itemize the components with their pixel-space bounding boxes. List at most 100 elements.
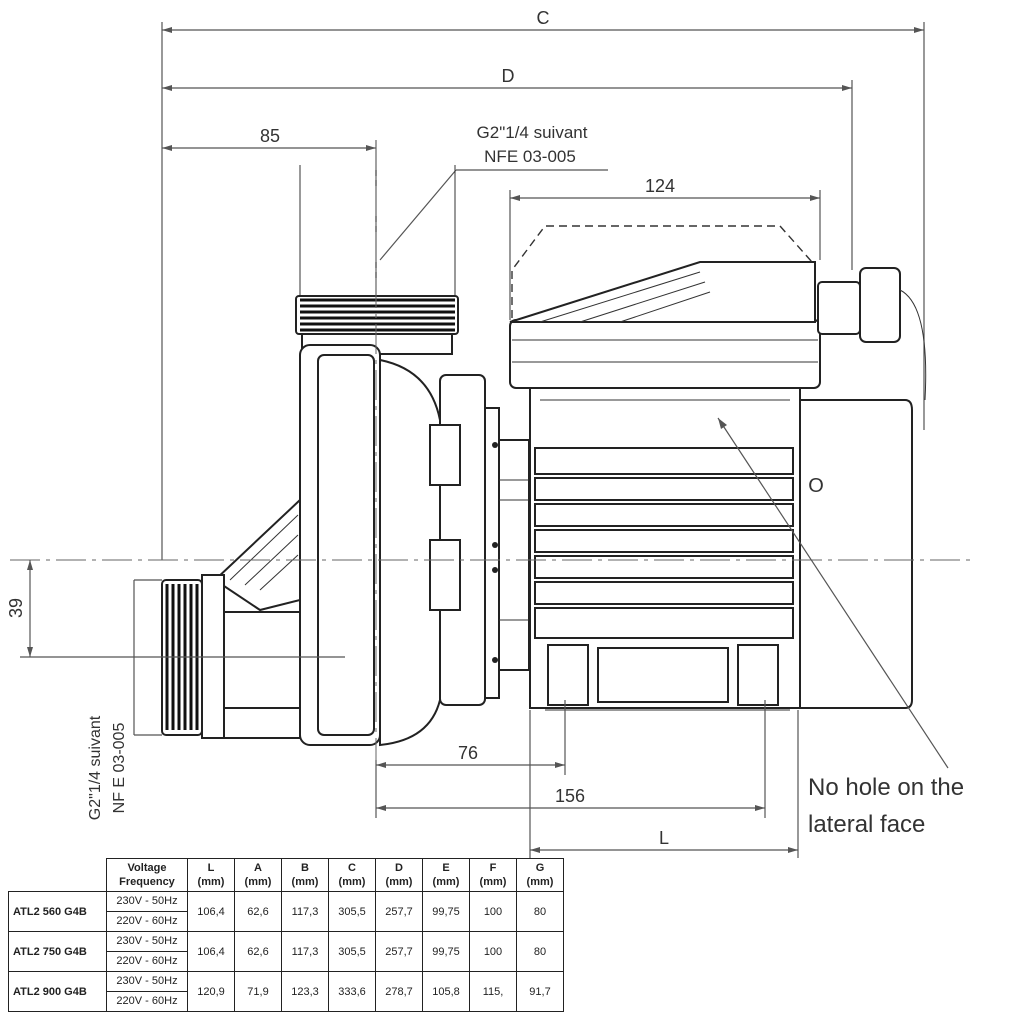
header-line1: F: [489, 862, 497, 874]
specification-table: Voltage Frequency L (mm) A (mm) B (mm) C…: [8, 858, 564, 1012]
value-g: 80: [516, 931, 564, 972]
header-line2: (mm): [291, 876, 319, 888]
dimension-85-label: 85: [260, 126, 280, 146]
model-name: ATL2 750 G4B: [8, 931, 107, 972]
dimension-39: 39: [6, 560, 345, 658]
header-line1: G: [535, 862, 545, 874]
motor-mark: O: [808, 475, 824, 497]
table-row: ATL2 750 G4B 230V - 50Hz 106,4 62,6 117,…: [8, 931, 564, 972]
dimension-124-label: 124: [645, 176, 675, 196]
dimension-l-label: L: [659, 828, 669, 848]
value-l: 106,4: [187, 891, 235, 932]
table-header-row: Voltage Frequency L (mm) A (mm) B (mm) C…: [8, 858, 564, 892]
dimension-156: 156: [375, 700, 766, 818]
value-f: 115,: [469, 971, 517, 1012]
header-line1: Voltage: [127, 862, 167, 874]
column-header-c: C (mm): [328, 858, 376, 892]
side-thread-note: G2"1/4 suivant NF E 03-005: [87, 579, 162, 820]
table-row: 220V - 60Hz: [9, 991, 564, 1012]
value-b: 117,3: [281, 891, 329, 932]
header-line2: (mm): [197, 876, 225, 888]
dimension-d: D: [162, 66, 853, 270]
value-f: 100: [469, 891, 517, 932]
header-line2: (mm): [385, 876, 413, 888]
outlet-thread: [300, 298, 455, 332]
table-row: 220V - 60Hz: [9, 911, 564, 932]
voltage-cell: 220V - 60Hz: [106, 951, 188, 972]
dimension-124: 124: [509, 176, 821, 320]
terminal-box: [509, 225, 927, 401]
column-header-l: L (mm): [187, 858, 235, 892]
value-a: 71,9: [234, 971, 282, 1012]
value-c: 333,6: [328, 971, 376, 1012]
column-header-d: D (mm): [375, 858, 423, 892]
value-e: 99,75: [422, 931, 470, 972]
lateral-face-note-line2: lateral face: [808, 811, 925, 838]
value-e: 105,8: [422, 971, 470, 1012]
value-d: 257,7: [375, 891, 423, 932]
dimension-d-label: D: [502, 66, 515, 86]
table-row: ATL2 900 G4B 230V - 50Hz 120,9 71,9 123,…: [8, 971, 564, 1012]
table-row: ATL2 560 G4B 230V - 50Hz 106,4 62,6 117,…: [8, 891, 564, 932]
voltage-cell: 220V - 60Hz: [106, 911, 188, 932]
header-line2: (mm): [244, 876, 272, 888]
side-thread-note-line2: NF E 03-005: [111, 723, 128, 814]
outlet-pipe: [295, 165, 459, 355]
header-line1: L: [207, 862, 215, 874]
column-header-a: A (mm): [234, 858, 282, 892]
model-name: ATL2 900 G4B: [8, 971, 107, 1012]
header-line1: C: [348, 862, 356, 874]
top-thread-note-line1: G2"1/4 suivant: [477, 123, 588, 142]
voltage-cell: 230V - 50Hz: [106, 891, 188, 912]
top-thread-note-line2: NFE 03-005: [484, 147, 576, 166]
voltage-cell: 220V - 60Hz: [106, 991, 188, 1012]
value-b: 117,3: [281, 931, 329, 972]
header-line2: (mm): [526, 876, 554, 888]
value-a: 62,6: [234, 931, 282, 972]
column-header-b: B (mm): [281, 858, 329, 892]
dimension-85: 85: [162, 126, 377, 300]
column-header-e: E (mm): [422, 858, 470, 892]
value-l: 120,9: [187, 971, 235, 1012]
value-b: 123,3: [281, 971, 329, 1012]
value-l: 106,4: [187, 931, 235, 972]
value-e: 99,75: [422, 891, 470, 932]
model-name: ATL2 560 G4B: [8, 891, 107, 932]
header-line2: Frequency: [119, 876, 175, 888]
column-header-g: G (mm): [516, 858, 564, 892]
motor: O: [529, 387, 913, 711]
header-line1: B: [301, 862, 309, 874]
dimension-76-label: 76: [458, 743, 478, 763]
dimension-39-label: 39: [6, 598, 26, 618]
column-header-f: F (mm): [469, 858, 517, 892]
lateral-face-note-line1: No hole on the: [808, 774, 964, 801]
dimension-c: C: [161, 8, 925, 560]
voltage-cell: 230V - 50Hz: [106, 971, 188, 992]
top-thread-note: G2"1/4 suivant NFE 03-005: [379, 123, 608, 261]
value-g: 80: [516, 891, 564, 932]
value-g: 91,7: [516, 971, 564, 1012]
header-line1: D: [395, 862, 403, 874]
value-f: 100: [469, 931, 517, 972]
value-c: 305,5: [328, 891, 376, 932]
value-d: 278,7: [375, 971, 423, 1012]
value-a: 62,6: [234, 891, 282, 932]
pump-housing: [299, 344, 530, 747]
side-thread-note-line1: G2"1/4 suivant: [87, 715, 104, 820]
inlet-pipe: [161, 497, 301, 739]
column-header-voltage: Voltage Frequency: [106, 858, 188, 892]
header-line2: (mm): [432, 876, 460, 888]
pump-technical-drawing: C D 85 G2"1/4 suivant NFE 03-005 124: [6, 8, 975, 858]
value-c: 305,5: [328, 931, 376, 972]
voltage-cell: 230V - 50Hz: [106, 931, 188, 952]
table-corner-cell: [8, 858, 107, 892]
header-line1: A: [254, 862, 262, 874]
lateral-face-note: No hole on the lateral face: [717, 417, 964, 838]
dimension-156-label: 156: [555, 786, 585, 806]
value-d: 257,7: [375, 931, 423, 972]
dimension-c-label: C: [537, 8, 550, 28]
header-line1: E: [442, 862, 450, 874]
dimension-76: 76: [376, 700, 566, 775]
dimension-l: L: [529, 710, 799, 858]
header-line2: (mm): [479, 876, 507, 888]
